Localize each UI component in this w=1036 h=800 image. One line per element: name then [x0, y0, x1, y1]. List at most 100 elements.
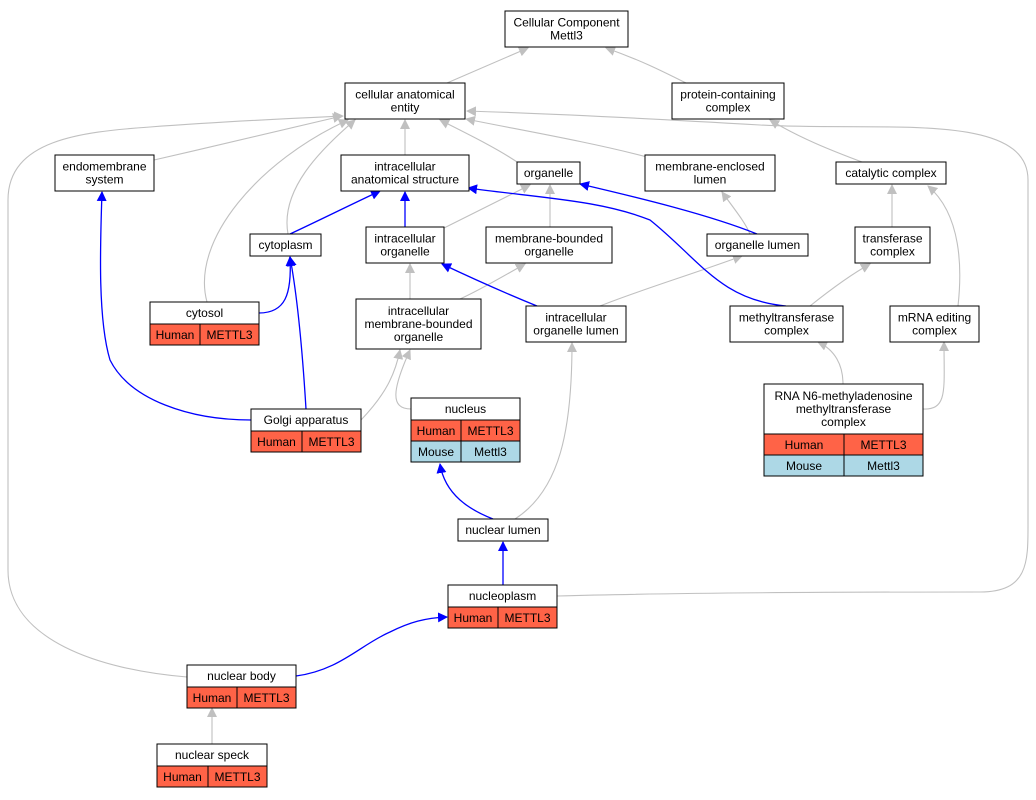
node-label: Cellular Component — [513, 16, 620, 30]
node-label: nucleoplasm — [469, 589, 536, 603]
node-box — [355, 298, 482, 350]
node-label: membrane-bounded — [495, 232, 603, 246]
node-box — [835, 161, 947, 185]
node-label: organelle — [524, 166, 574, 180]
species-label: Human — [785, 438, 824, 452]
node-label: intracellular — [374, 232, 435, 246]
edge-org-to-cae — [439, 119, 521, 165]
node-ol[interactable]: organelle lumen — [706, 233, 809, 257]
edge-cae-to-cc — [446, 46, 529, 84]
species-label: Human — [454, 611, 493, 625]
node-box — [365, 226, 445, 264]
edge-nb-to-cae — [7, 111, 344, 678]
edge-nuc-to-imbo — [395, 349, 412, 410]
node-label: system — [85, 173, 123, 187]
edge-golgi-to-imbo — [360, 349, 404, 421]
node-nl[interactable]: nuclear lumen — [457, 518, 549, 542]
node-label: lumen — [694, 173, 727, 187]
node-box — [889, 305, 980, 343]
edge-pcc-to-cc — [605, 46, 687, 84]
node-box — [54, 154, 155, 192]
gene-cell — [207, 765, 268, 788]
species-label: Mouse — [418, 445, 454, 459]
gene-label: METTL3 — [308, 435, 354, 449]
node-label: nuclear body — [207, 669, 276, 683]
gene-cell — [843, 454, 924, 477]
gene-label: METTL3 — [243, 691, 289, 705]
gene-label: Mettl3 — [474, 445, 507, 459]
edge-mtc-to-tc — [809, 263, 871, 307]
edge-golgi-to-es — [96, 191, 252, 421]
species-label: Human — [193, 691, 232, 705]
edge-cytosol-to-cyto — [258, 256, 296, 314]
node-box — [854, 226, 931, 264]
edge-es-to-cae — [153, 113, 343, 161]
gene-label: Mettl3 — [867, 459, 900, 473]
node-box — [344, 82, 466, 120]
node-cyto[interactable]: cytoplasm — [249, 233, 322, 257]
gene-cell — [460, 440, 521, 463]
edge-cyto-to-ias — [289, 190, 381, 235]
node-label: nucleus — [445, 402, 486, 416]
node-label: RNA N6-methyladenosine — [774, 389, 912, 403]
node-box — [729, 305, 844, 343]
edge-io-to-org — [439, 184, 531, 231]
node-label: entity — [391, 101, 420, 115]
gene-label: METTL3 — [860, 438, 906, 452]
node-label: Golgi apparatus — [264, 413, 349, 427]
edge-ol-to-org — [579, 181, 758, 235]
gene-cell — [497, 606, 558, 629]
node-label: complex — [764, 324, 809, 338]
edge-golgi-to-cyto — [286, 256, 307, 410]
node-label: organelle lumen — [533, 324, 618, 338]
node-box — [706, 233, 809, 257]
edge-mec-to-cat — [927, 185, 961, 307]
node-label: organelle lumen — [715, 238, 800, 252]
edge-mtc-to-ias — [467, 184, 787, 307]
species-label: Mouse — [786, 459, 822, 473]
node-label: nuclear speck — [175, 748, 250, 762]
gene-cell — [199, 323, 260, 346]
edge-ol-to-mel — [721, 191, 751, 235]
edge-iol-to-ol — [599, 254, 743, 307]
gene-label: METTL3 — [214, 770, 260, 784]
edge-cat-to-pcc — [769, 119, 863, 163]
node-label: complex — [821, 415, 866, 429]
edge-iol-to-io — [441, 263, 538, 307]
node-box — [340, 154, 470, 192]
node-label: intracellular — [545, 311, 606, 325]
species-label: Human — [156, 328, 195, 342]
node-label: organelle — [524, 245, 574, 259]
edges — [7, 46, 1029, 744]
node-label: anatomical structure — [351, 173, 459, 187]
node-cat[interactable]: catalytic complex — [835, 161, 947, 185]
node-org[interactable]: organelle — [516, 161, 581, 185]
node-rna[interactable]: RNA N6-methyladenosinemethyltransferasec… — [763, 383, 924, 477]
edge-rna-to-mec — [922, 341, 950, 410]
species-label: Human — [417, 424, 456, 438]
node-label: protein-containing — [680, 88, 775, 102]
node-label: membrane-enclosed — [655, 160, 764, 174]
node-box — [671, 82, 785, 120]
